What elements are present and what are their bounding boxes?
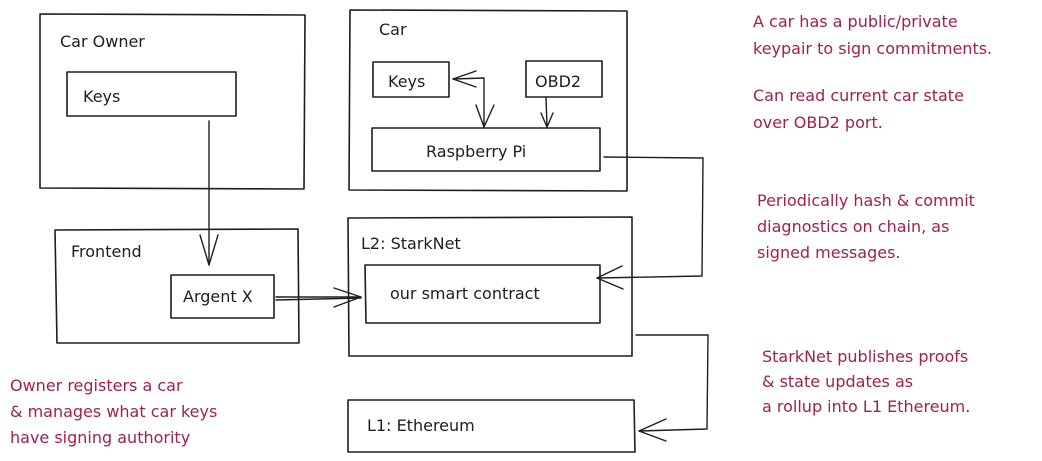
annotation-line: a rollup into L1 Ethereum. bbox=[762, 397, 970, 416]
annotation-car-keys: A car has a public/private keypair to si… bbox=[753, 12, 992, 58]
edge-pi-keys-bidirectional bbox=[452, 70, 495, 128]
arrowhead-icon bbox=[475, 104, 495, 128]
arrowhead-icon bbox=[452, 70, 477, 88]
annotation-owner: Owner registers a car & manages what car… bbox=[10, 376, 217, 447]
raspberry-pi-label: Raspberry Pi bbox=[426, 142, 526, 161]
annotation-line: A car has a public/private bbox=[753, 12, 958, 31]
arrowhead-icon bbox=[638, 418, 667, 442]
l2-starknet-group: L2: StarkNet our smart contract bbox=[347, 216, 633, 357]
annotation-line: Can read current car state bbox=[753, 86, 964, 105]
edge-l2-to-l1 bbox=[635, 334, 709, 442]
annotation-line: Periodically hash & commit bbox=[757, 191, 975, 210]
l1-ethereum-label: L1: Ethereum bbox=[367, 416, 475, 435]
arrowhead-icon bbox=[540, 112, 554, 128]
argent-x-box bbox=[170, 274, 275, 319]
l2-starknet-box bbox=[347, 216, 633, 357]
annotation-line: & manages what car keys bbox=[10, 402, 217, 421]
owner-keys-label: Keys bbox=[83, 87, 120, 106]
car-box bbox=[348, 9, 628, 192]
l2-starknet-title: L2: StarkNet bbox=[361, 234, 461, 253]
arrowhead-icon bbox=[199, 234, 219, 266]
annotation-line: & state updates as bbox=[762, 372, 913, 391]
annotation-car-obd2: Can read current car state over OBD2 por… bbox=[753, 86, 964, 132]
annotation-line: diagnostics on chain, as bbox=[757, 217, 949, 236]
arrowhead-icon bbox=[333, 287, 362, 308]
argent-x-label: Argent X bbox=[183, 287, 253, 306]
car-owner-group: Car Owner Keys bbox=[39, 13, 306, 190]
arrowhead-icon bbox=[596, 265, 624, 290]
smart-contract-box bbox=[364, 264, 601, 324]
l1-ethereum-group: L1: Ethereum bbox=[347, 399, 636, 453]
car-group: Car Keys OBD2 Raspberry Pi bbox=[348, 9, 628, 192]
edge-owner-keys-to-argent bbox=[199, 120, 219, 266]
car-title: Car bbox=[379, 20, 407, 39]
annotation-commit: Periodically hash & commit diagnostics o… bbox=[757, 191, 975, 262]
l1-ethereum-box bbox=[347, 399, 636, 453]
frontend-box bbox=[54, 228, 300, 344]
annotation-line: have signing authority bbox=[10, 428, 190, 447]
car-owner-title: Car Owner bbox=[60, 32, 145, 51]
annotation-line: StarkNet publishes proofs bbox=[762, 347, 968, 366]
annotation-line: signed messages. bbox=[757, 243, 901, 262]
car-owner-box bbox=[39, 13, 306, 190]
edge-obd2-to-pi bbox=[540, 97, 554, 128]
obd2-box bbox=[525, 60, 603, 98]
obd2-label: OBD2 bbox=[535, 72, 581, 91]
annotation-rollup: StarkNet publishes proofs & state update… bbox=[762, 347, 970, 416]
edge-pi-to-contract bbox=[596, 156, 704, 290]
car-keys-label: Keys bbox=[388, 72, 425, 91]
edge-argent-to-contract bbox=[275, 287, 362, 308]
annotation-line: over OBD2 port. bbox=[753, 113, 883, 132]
annotation-line: Owner registers a car bbox=[10, 376, 183, 395]
frontend-title: Frontend bbox=[71, 242, 142, 261]
owner-keys-box bbox=[66, 71, 237, 117]
annotation-line: keypair to sign commitments. bbox=[753, 39, 992, 58]
smart-contract-label: our smart contract bbox=[390, 284, 540, 303]
car-keys-box bbox=[372, 61, 450, 98]
raspberry-pi-box bbox=[371, 127, 601, 172]
frontend-group: Frontend Argent X bbox=[54, 228, 300, 344]
